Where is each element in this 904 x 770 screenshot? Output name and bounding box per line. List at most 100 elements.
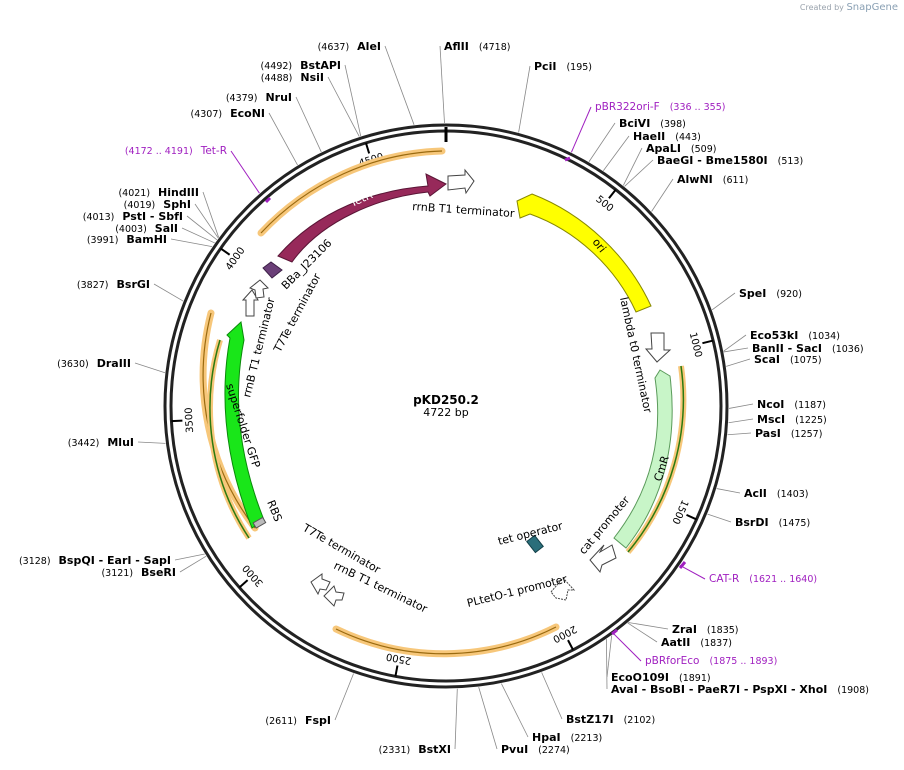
halo-bottom-line xyxy=(335,626,557,655)
site-label: ApaLI(509) xyxy=(646,142,716,155)
feature-lambda-arrow xyxy=(644,332,672,363)
ruler-tick xyxy=(608,189,617,199)
site-baegi[interactable]: BaeGI - Bme1580I(513) xyxy=(624,154,804,187)
site-leader xyxy=(726,358,751,367)
ruler-tick-label: 4000 xyxy=(224,245,248,272)
plasmid-length: 4722 bp xyxy=(423,406,468,419)
site-alei[interactable]: (4637)AleI xyxy=(318,40,415,125)
site-eco53ki[interactable]: Eco53kI(1034) xyxy=(723,329,840,352)
site-bspqi[interactable]: (3128)BspQI - EarI - SapI xyxy=(19,553,205,567)
site-fspi[interactable]: (2611)FspI xyxy=(265,673,354,727)
ruler-tick-label: 3500 xyxy=(184,407,196,433)
site-label: (4013)PstI - SbfI xyxy=(83,210,183,223)
site-label: AvaI - BsoBI - PaeR7I - PspXI - XhoI(190… xyxy=(611,683,869,696)
site-leader xyxy=(170,238,213,248)
site-bstapi[interactable]: (4492)BstAPI xyxy=(261,59,362,137)
primer-pbr322ori-f[interactable]: pBR322ori-F(336 .. 355) xyxy=(570,101,725,153)
halo-top-line xyxy=(260,150,443,234)
site-label: (4492)BstAPI xyxy=(261,59,341,72)
plasmid-name: pKD250.2 xyxy=(413,393,479,407)
site-nrui[interactable]: (4379)NruI xyxy=(226,91,322,153)
site-sali[interactable]: (4003)SalI xyxy=(115,222,215,244)
snapgene-credit: Created by SnapGene xyxy=(800,2,898,13)
site-bsrdi[interactable]: BsrDI(1475) xyxy=(707,513,811,529)
site-label: NcoI(1187) xyxy=(757,398,826,411)
site-label: AatII(1837) xyxy=(661,636,732,649)
site-leader xyxy=(327,76,360,137)
site-bsrgi[interactable]: (3827)BsrGI xyxy=(77,278,184,302)
site-pvui[interactable]: PvuI(2274) xyxy=(478,686,570,756)
site-label: (4379)NruI xyxy=(226,91,292,104)
site-ecoo109i[interactable]: EcoO109I(1891) xyxy=(606,635,711,684)
site-spei[interactable]: SpeI(920) xyxy=(711,287,802,311)
site-msci[interactable]: MscI(1225) xyxy=(728,413,827,426)
site-psti[interactable]: (4013)PstI - SbfI xyxy=(83,210,218,241)
site-leader xyxy=(723,334,747,352)
site-hindiii[interactable]: (4021)HindIII xyxy=(118,186,220,238)
site-aatii[interactable]: AatII(1837) xyxy=(627,622,732,649)
site-bstz17i[interactable]: BstZ17I(2102) xyxy=(541,672,656,726)
primer-leader xyxy=(230,150,260,194)
site-econi[interactable]: (4307)EcoNI xyxy=(191,107,298,166)
site-leader xyxy=(606,639,608,690)
site-label: PasI(1257) xyxy=(755,427,822,440)
feature-bba-j23106[interactable] xyxy=(262,261,283,279)
primer-mark-pbrforeco xyxy=(611,628,618,636)
feature-t7te-bottom-arrow xyxy=(310,573,331,596)
site-aflii[interactable]: AflII(4718) xyxy=(439,40,510,124)
site-label: EcoO109I(1891) xyxy=(611,671,711,684)
site-leader xyxy=(728,403,754,409)
feature-tet-operator[interactable] xyxy=(526,534,544,554)
site-mlui[interactable]: (3442)MluI xyxy=(68,436,166,449)
site-label: (3121)BseRI xyxy=(101,566,176,579)
site-label: (2611)FspI xyxy=(265,714,331,727)
site-apali[interactable]: ApaLI(509) xyxy=(622,142,716,186)
site-label: (3630)DraIII xyxy=(57,357,131,370)
primer-tet-r[interactable]: (4172 .. 4191)Tet-R xyxy=(125,145,260,194)
site-leader xyxy=(202,191,220,238)
site-acli[interactable]: AclI(1403) xyxy=(716,487,809,500)
site-draiii[interactable]: (3630)DraIII xyxy=(57,357,166,374)
site-avai[interactable]: AvaI - BsoBI - PaeR7I - PspXI - XhoI(190… xyxy=(606,639,869,696)
site-bseri[interactable]: (3121)BseRI xyxy=(101,555,207,579)
site-leader xyxy=(707,513,732,523)
site-haeii[interactable]: HaeII(443) xyxy=(603,130,701,171)
site-pasi[interactable]: PasI(1257) xyxy=(727,427,823,440)
primer-pbrforeco[interactable]: pBRforEco(1875 .. 1893) xyxy=(613,633,777,667)
primer-leader xyxy=(570,106,592,153)
site-leader xyxy=(716,488,741,494)
site-leader xyxy=(541,672,563,720)
feature-rbs[interactable] xyxy=(252,516,267,529)
site-scai[interactable]: ScaI(1075) xyxy=(726,353,822,367)
feature-cmr[interactable] xyxy=(613,369,673,549)
site-leader xyxy=(194,203,219,239)
site-label: MscI(1225) xyxy=(757,413,827,426)
halo-green-right-line xyxy=(627,365,685,553)
site-pcii[interactable]: PciI(195) xyxy=(518,60,592,133)
primer-cat-r[interactable]: CAT-R(1621 .. 1640) xyxy=(679,564,817,585)
site-banii[interactable]: BanII - SacI(1036) xyxy=(723,342,864,355)
site-bstxi[interactable]: (2331)BstXI xyxy=(379,688,458,756)
site-leader xyxy=(334,673,354,721)
site-label: HaeII(443) xyxy=(633,130,701,143)
site-leader xyxy=(137,441,166,444)
site-ncoi[interactable]: NcoI(1187) xyxy=(728,398,826,411)
site-label: AflII(4718) xyxy=(444,40,510,53)
feature-ori[interactable] xyxy=(516,193,652,313)
feature-cat-promoter-arrow xyxy=(589,544,617,574)
site-sphi[interactable]: (4019)SphI xyxy=(124,198,219,239)
site-hpai[interactable]: HpaI(2213) xyxy=(501,683,602,744)
site-leader xyxy=(501,683,529,738)
ruler-tick-label: 3000 xyxy=(241,562,266,588)
snapgene-logo: SnapGene xyxy=(846,2,898,13)
site-bcivi[interactable]: BciVI(398) xyxy=(588,117,686,162)
site-zrai[interactable]: ZraI(1835) xyxy=(628,622,739,636)
site-leader xyxy=(628,622,669,630)
site-alwni[interactable]: AlwNI(611) xyxy=(651,173,749,212)
primer-label: pBR322ori-F(336 .. 355) xyxy=(595,101,725,113)
feature-tetr[interactable] xyxy=(277,173,447,263)
site-bamhi[interactable]: (3991)BamHI xyxy=(87,233,213,248)
primer-mark-pbr322ori-f xyxy=(564,156,571,162)
feature-rrnb-left-arrow xyxy=(241,289,259,317)
site-nsii[interactable]: (4488)NsiI xyxy=(261,71,360,137)
